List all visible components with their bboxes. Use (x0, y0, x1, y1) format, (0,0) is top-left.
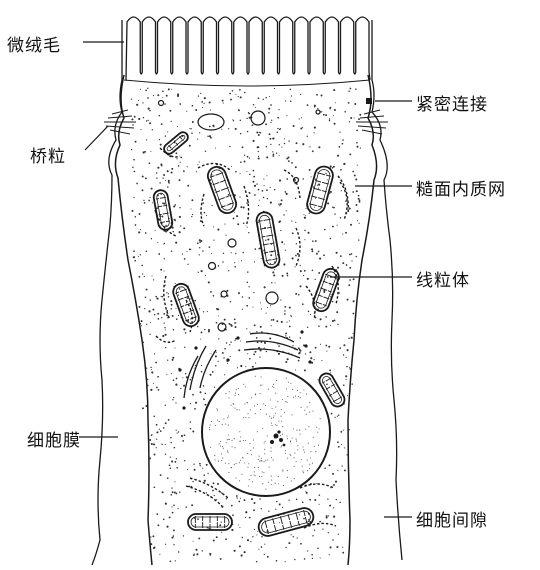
label-intercellular-space: 细胞间隙 (416, 506, 488, 531)
cell-membrane-outline (115, 75, 376, 565)
label-leader-lines (79, 42, 412, 517)
mitochondrion (317, 371, 347, 409)
label-tight-junction: 紧密连接 (416, 90, 488, 115)
label-microvilli: 微绒毛 (7, 31, 61, 56)
microvilli-outline (126, 17, 370, 80)
mitochondrion (257, 506, 316, 538)
nucleolus (270, 430, 285, 446)
terminal-web (124, 80, 370, 86)
mitochondrion (305, 164, 335, 215)
label-cell-membrane: 细胞膜 (27, 426, 81, 451)
nucleus (202, 368, 330, 496)
nucleus-stipple (209, 376, 321, 490)
mitochondrion (188, 514, 232, 530)
desmosome-right (356, 110, 388, 134)
microvilli-group (124, 17, 370, 86)
mitochondrion (153, 189, 174, 231)
mitochondria (153, 130, 347, 538)
mitochondrion (205, 164, 238, 215)
mitochondrion (171, 282, 201, 329)
label-desmosome: 桥粒 (30, 142, 66, 167)
mitochondrion (162, 130, 190, 156)
left-neighbor-cell-boundary (92, 20, 122, 565)
label-rough-er: 糙面内质网 (416, 175, 506, 200)
golgi-vesicles (178, 330, 311, 409)
cytoplasm-stipple (131, 88, 361, 563)
label-mitochondria: 线粒体 (416, 266, 470, 291)
desmosome-left (104, 110, 136, 134)
tight-junction-right (366, 98, 372, 104)
